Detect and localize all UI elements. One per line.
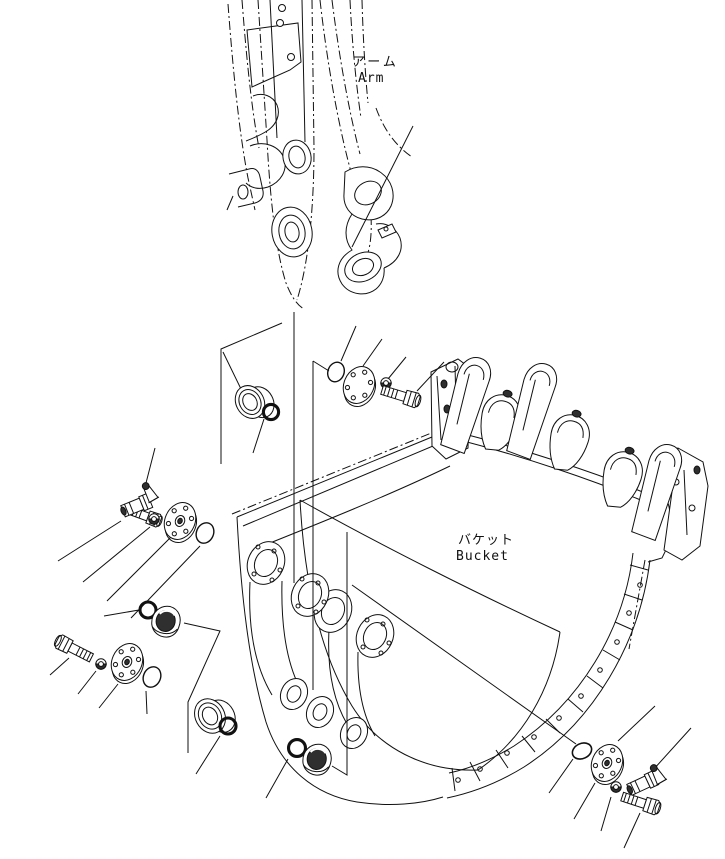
bucket-assembly: [232, 352, 708, 804]
bushing: [188, 688, 242, 743]
hinge-boss: [349, 608, 400, 663]
bucket-link: [338, 126, 413, 294]
o-ring: [324, 359, 348, 385]
hardware-left-fitting-kit: [118, 479, 218, 549]
leader-lines: [50, 312, 691, 848]
washer: [610, 781, 622, 793]
hardware-right-cover-kit: [570, 739, 668, 817]
hardware-arm-bushing-kit: [229, 376, 281, 428]
bucket-top-edge-phantom: [232, 423, 456, 514]
washer: [148, 513, 160, 525]
arm-phantom-outline: [228, 0, 412, 309]
cover-plate: [336, 361, 383, 413]
o-ring: [286, 737, 308, 759]
cover-plate: [157, 497, 204, 549]
hardware-upper-cover-kit: [324, 359, 423, 413]
bucket-label-en: Bucket: [456, 549, 509, 564]
arm-details: [227, 0, 316, 260]
arm-assembly: [227, 0, 413, 309]
bolt: [51, 632, 96, 666]
bucket-teeth: [431, 352, 708, 560]
bucket-label-jp: バケット: [458, 533, 514, 548]
hardware-lower-left-cover-kit: [51, 600, 184, 691]
o-ring: [139, 663, 165, 691]
hinge-boss: [240, 535, 291, 590]
hinge-bosses: [240, 535, 400, 753]
hinge-boss: [284, 567, 335, 622]
tooth-adapter: [542, 405, 596, 476]
bucket-interior: [300, 500, 560, 770]
cap-plug: [148, 602, 184, 641]
arm-label-en: Arm: [358, 71, 384, 86]
bolt: [619, 788, 664, 817]
wear-band: [447, 553, 650, 798]
o-ring: [570, 740, 594, 762]
bucket-side-phantom: [629, 560, 645, 649]
arm-label-jp: アーム: [352, 55, 399, 70]
washer: [95, 658, 107, 670]
bolt: [379, 382, 423, 410]
